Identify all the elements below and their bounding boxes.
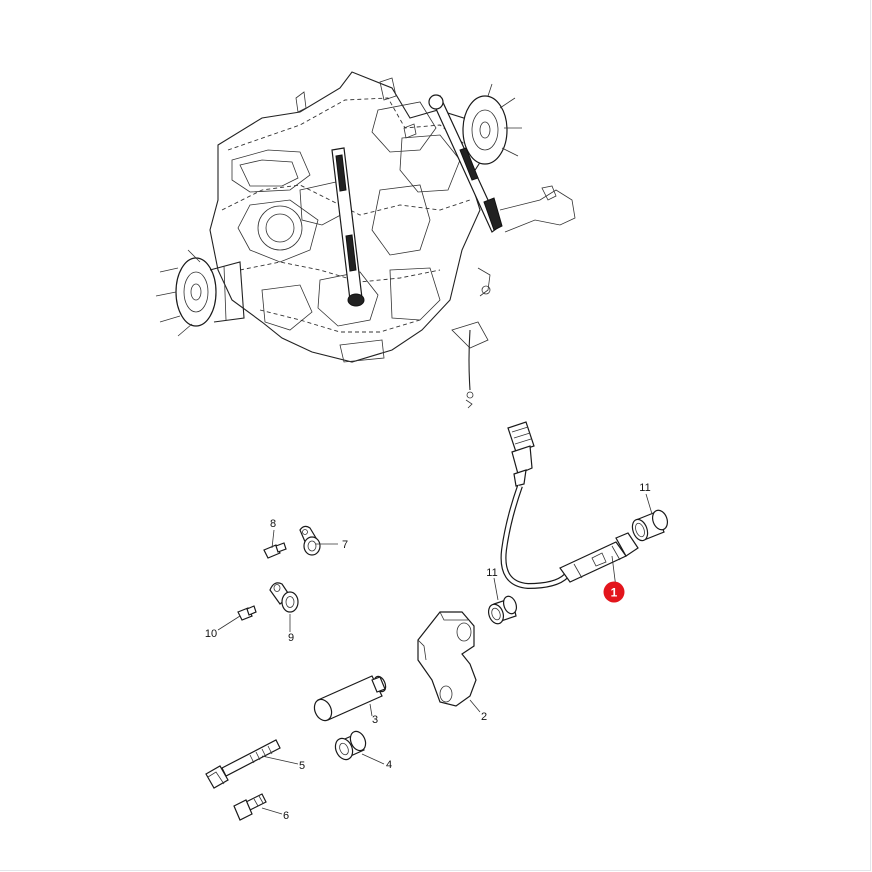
- part-3-pin: [313, 675, 387, 722]
- part-7-clamp: [299, 525, 321, 556]
- callout-1-label: 1: [611, 586, 618, 600]
- callout-10-label: 10: [205, 628, 217, 640]
- part-1-position-sensor: [500, 421, 639, 590]
- callout-8-label: 8: [270, 518, 276, 530]
- callout-4-label: 4: [386, 759, 392, 771]
- tractor-rear-assembly-illustration: [155, 71, 576, 409]
- part-9-clamp: [269, 582, 299, 613]
- callout-2-label: 2: [481, 711, 487, 723]
- callout-11-label-left: 11: [486, 567, 497, 579]
- callout-5-label: 5: [299, 760, 305, 772]
- part-6-short-bolt: [233, 793, 267, 821]
- callout-1-marker: [603, 581, 625, 603]
- callout-11-label-right: 11: [639, 482, 650, 494]
- callout-9-label: 9: [288, 632, 294, 644]
- leader-lines: [217, 493, 653, 815]
- part-8-screw: [263, 542, 287, 559]
- part-2-bracket: [417, 611, 477, 707]
- part-11-bushing-left: [487, 595, 518, 625]
- part-11-bushing-right: [631, 509, 669, 542]
- callout-1[interactable]: 1: [603, 581, 625, 603]
- callout-6-label: 6: [283, 810, 289, 822]
- part-4-spacer: [334, 730, 367, 761]
- part-10-screw: [237, 605, 257, 621]
- part-5-long-bolt: [205, 739, 281, 789]
- callout-7-label: 7: [342, 539, 348, 551]
- callout-3-label: 3: [372, 714, 378, 726]
